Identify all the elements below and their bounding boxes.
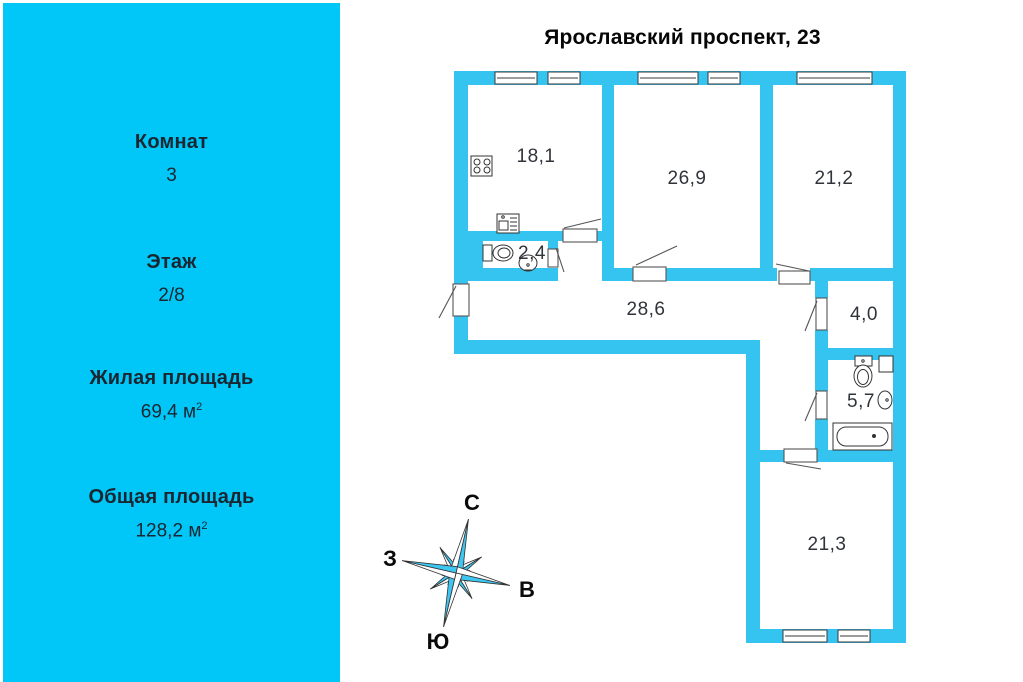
label-kitchen-area: 18,1 [517, 146, 556, 167]
label-wc-area: 2,4 [518, 243, 546, 264]
wall-storage-bottom [815, 348, 893, 360]
label-bathroom-area: 5,7 [847, 391, 875, 412]
floor-label: Этаж [146, 251, 197, 273]
door-room1 [632, 245, 678, 282]
wall-bath-left-top [815, 360, 828, 391]
wall-room3-top-b [817, 450, 906, 462]
room-labels: 18,1 26,9 21,2 2,4 28,6 4,0 5,7 21,3 [517, 146, 878, 555]
vent-shaft [878, 355, 894, 373]
wc-toilet-icon [482, 244, 514, 262]
window-room2 [796, 71, 873, 85]
wall-storage-left-bottom [815, 330, 828, 348]
window-kitchen-1 [494, 71, 538, 85]
door-room2 [775, 263, 811, 285]
door-bathroom [804, 390, 828, 422]
label-room2-area: 21,2 [815, 168, 854, 189]
wall-hall-top-b [602, 268, 633, 281]
compass-north-label: С [464, 490, 480, 515]
living-area-label: Жилая площадь [89, 367, 254, 389]
doors [438, 218, 828, 470]
wc-sink-icon [518, 254, 538, 272]
rooms-count-block: Комнат 3 [3, 131, 340, 187]
wall-room3-top-a [760, 450, 784, 462]
door-room3 [783, 448, 822, 470]
wall-wc-right-stub [548, 241, 558, 249]
living-area-value: 69,4 м2 [140, 401, 203, 423]
rooms-count-label: Комнат [134, 131, 209, 153]
wall-exterior-right [893, 85, 906, 643]
bath-toilet-icon [853, 355, 873, 388]
wall-kitchen-bottom [468, 231, 563, 241]
door-kitchen [562, 218, 602, 243]
stove-icon [470, 155, 493, 177]
window-room1-1 [637, 71, 699, 85]
compass-east-label: В [519, 577, 535, 602]
kitchen-sink-icon [496, 213, 520, 234]
wall-wc-duct [468, 241, 483, 269]
wall-hall-bottom [454, 340, 760, 354]
label-hallway-area: 28,6 [627, 299, 666, 320]
total-area-label: Общая площадь [88, 486, 255, 508]
wall-hall-top-a [454, 268, 558, 281]
door-entrance [438, 283, 470, 319]
window-room1-2 [707, 71, 741, 85]
rooms-count-value: 3 [166, 165, 177, 186]
door-storage [804, 297, 828, 332]
label-room1-area: 26,9 [668, 168, 707, 189]
wall-storage-left-top [815, 281, 828, 298]
total-area-value: 128,2 м2 [135, 520, 208, 542]
compass-south-label: Ю [426, 629, 450, 654]
compass-west-label: З [383, 546, 397, 571]
wall-corridor-left [746, 340, 760, 643]
floor-value: 2/8 [158, 285, 185, 306]
compass-rose-star [401, 518, 511, 628]
compass-rose [401, 518, 511, 628]
info-sidebar: Комнат 3 Этаж 2/8 Жилая площадь 69,4 м2 … [3, 3, 340, 682]
wall-bath-left-bottom [815, 419, 828, 450]
wall-room1-room2 [760, 85, 773, 281]
living-area-block: Жилая площадь 69,4 м2 [3, 367, 340, 423]
window-room3-2 [837, 629, 871, 643]
bathtub-icon [832, 422, 893, 451]
floor-block: Этаж 2/8 [3, 251, 340, 307]
window-kitchen-2 [547, 71, 581, 85]
label-storage-area: 4,0 [850, 304, 878, 325]
wall-kitchen-bottom-stub [597, 231, 602, 241]
door-wc [547, 247, 565, 273]
windows [494, 71, 873, 643]
total-area-block: Общая площадь 128,2 м2 [3, 486, 340, 542]
wall-hall-top-c [666, 268, 777, 281]
page-title: Ярославский проспект, 23 [544, 26, 821, 49]
fixtures [470, 155, 894, 451]
wall-hall-top-d [810, 268, 906, 281]
wall-kitchen-room1 [602, 85, 614, 281]
bath-sink-icon [877, 390, 893, 410]
window-room3-1 [782, 629, 828, 643]
label-room3-area: 21,3 [808, 534, 847, 555]
